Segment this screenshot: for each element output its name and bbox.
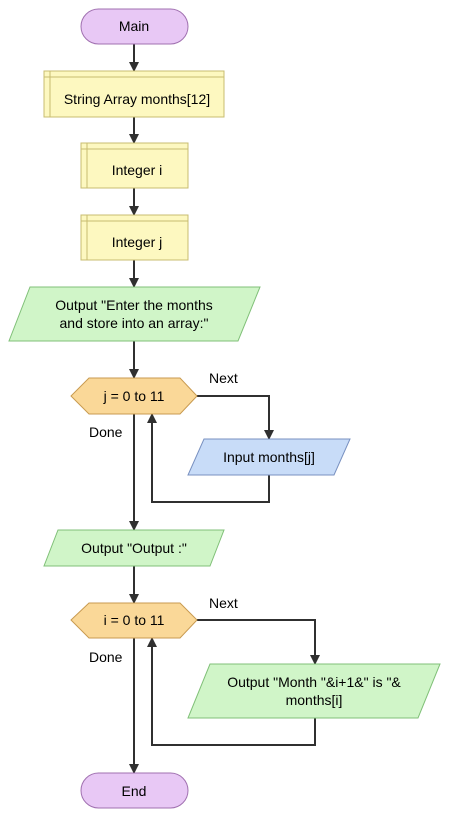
main-terminal-shape (80, 8, 189, 45)
declare-months-label: String Array months[12] (64, 91, 210, 107)
edge-loop-j-next (197, 395, 274, 440)
node-declare-months[interactable]: String Array months[12] (43, 70, 225, 118)
node-loop-j[interactable]: j = 0 to 11 (70, 377, 198, 415)
declare-j-shape (80, 214, 189, 261)
declare-j-label: Integer j (112, 234, 163, 250)
edge-input-loop-back (147, 413, 270, 503)
output-month-line1: Output "Month "&i+1&" is "& (227, 674, 401, 690)
loop-j-shape (70, 377, 198, 415)
output-month-shape (187, 663, 441, 719)
input-months-label: Input months[j] (223, 449, 315, 465)
label-loop-i-done: Done (89, 649, 123, 665)
node-output-prompt[interactable]: Output "Enter the months and store into … (8, 286, 261, 342)
label-loop-j-next: Next (209, 370, 238, 386)
output-month-line2: months[i] (286, 692, 343, 708)
node-declare-j[interactable]: Integer j (80, 214, 189, 261)
loop-i-label: i = 0 to 11 (104, 612, 165, 628)
output-header-label: Output "Output :" (81, 540, 187, 556)
node-loop-i[interactable]: i = 0 to 11 (70, 602, 198, 639)
output-prompt-shape (8, 286, 261, 342)
node-main[interactable]: Main (80, 8, 189, 45)
edges (129, 44, 320, 774)
node-output-month[interactable]: Output "Month "&i+1&" is "& months[i] (187, 663, 441, 719)
input-months-shape (187, 438, 351, 476)
node-input-months[interactable]: Input months[j] (187, 438, 351, 476)
node-output-header[interactable]: Output "Output :" (43, 529, 225, 567)
end-label: End (122, 783, 147, 799)
declare-i-shape (80, 142, 189, 189)
node-end[interactable]: End (80, 772, 189, 809)
edge-labels: Next Done Next Done (89, 370, 238, 665)
edge-output-month-loop-back (147, 637, 316, 746)
label-loop-j-done: Done (89, 424, 123, 440)
loop-i-shape (70, 602, 198, 639)
main-label: Main (119, 18, 149, 34)
declare-months-shape (43, 70, 225, 118)
declare-i-label: Integer i (112, 162, 163, 178)
output-prompt-line1: Output "Enter the months (55, 297, 213, 313)
node-declare-i[interactable]: Integer i (80, 142, 189, 189)
output-prompt-line2: and store into an array:" (60, 315, 209, 331)
label-loop-i-next: Next (209, 595, 238, 611)
end-terminal-shape (80, 772, 189, 809)
loop-j-label: j = 0 to 11 (103, 388, 165, 404)
output-header-shape (43, 529, 225, 567)
edge-loop-i-next (197, 619, 320, 665)
